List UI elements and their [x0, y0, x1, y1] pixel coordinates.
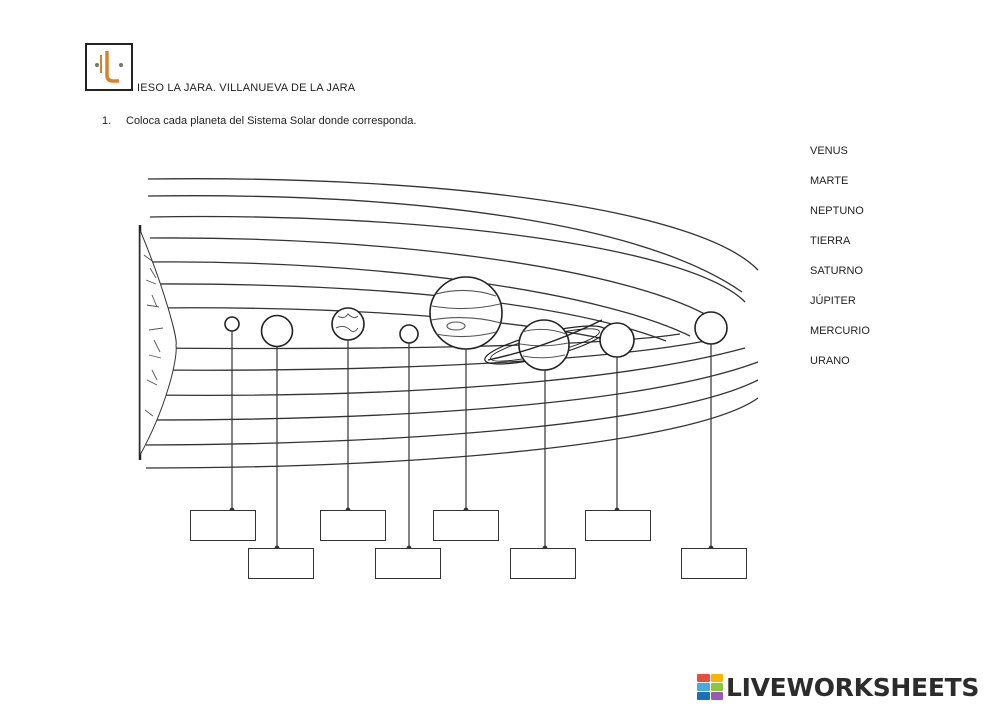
- planet-7: [599, 322, 635, 358]
- school-logo: [85, 43, 133, 91]
- planet-3: [331, 307, 365, 341]
- word-marte[interactable]: MARTE: [810, 175, 849, 187]
- word-mercurio[interactable]: MERCURIO: [810, 325, 870, 337]
- exercise-number: 1.: [102, 115, 112, 127]
- answer-box-1[interactable]: [190, 510, 256, 541]
- answer-box-3[interactable]: [320, 510, 386, 541]
- planet-8: [694, 311, 728, 345]
- planet-4: [399, 324, 419, 344]
- planet-1: [224, 316, 240, 332]
- answer-box-2[interactable]: [248, 548, 314, 579]
- answer-box-7[interactable]: [585, 510, 651, 541]
- school-name: IESO LA JARA. VILLANUEVA DE LA JARA: [137, 82, 356, 94]
- word-saturno[interactable]: SATURNO: [810, 265, 863, 277]
- answer-box-8[interactable]: [681, 548, 747, 579]
- exercise-instruction: 1. Coloca cada planeta del Sistema Solar …: [102, 115, 416, 127]
- word-venus[interactable]: VENUS: [810, 145, 848, 157]
- planet-2: [260, 314, 294, 348]
- school-logo-icon: [89, 47, 129, 87]
- word-tierra[interactable]: TIERRA: [810, 235, 851, 247]
- planet-5: [429, 276, 503, 350]
- word-jupiter[interactable]: JÚPITER: [810, 295, 856, 307]
- answer-box-5[interactable]: [433, 510, 499, 541]
- instruction-text: Coloca cada planeta del Sistema Solar do…: [126, 115, 417, 127]
- answer-box-6[interactable]: [510, 548, 576, 579]
- planet-word-bank: VENUS MARTE NEPTUNO TIERRA SATURNO JÚPIT…: [810, 144, 870, 384]
- word-neptuno[interactable]: NEPTUNO: [810, 205, 864, 217]
- word-urano[interactable]: URANO: [810, 355, 850, 367]
- answer-box-4[interactable]: [375, 548, 441, 579]
- planet-6: [484, 319, 606, 371]
- liveworksheets-brand: LIVEWORKSHEETS: [697, 670, 979, 704]
- sun: [138, 225, 177, 460]
- liveworksheets-logo-icon: [697, 674, 723, 700]
- brand-name: LIVEWORKSHEETS: [726, 672, 980, 702]
